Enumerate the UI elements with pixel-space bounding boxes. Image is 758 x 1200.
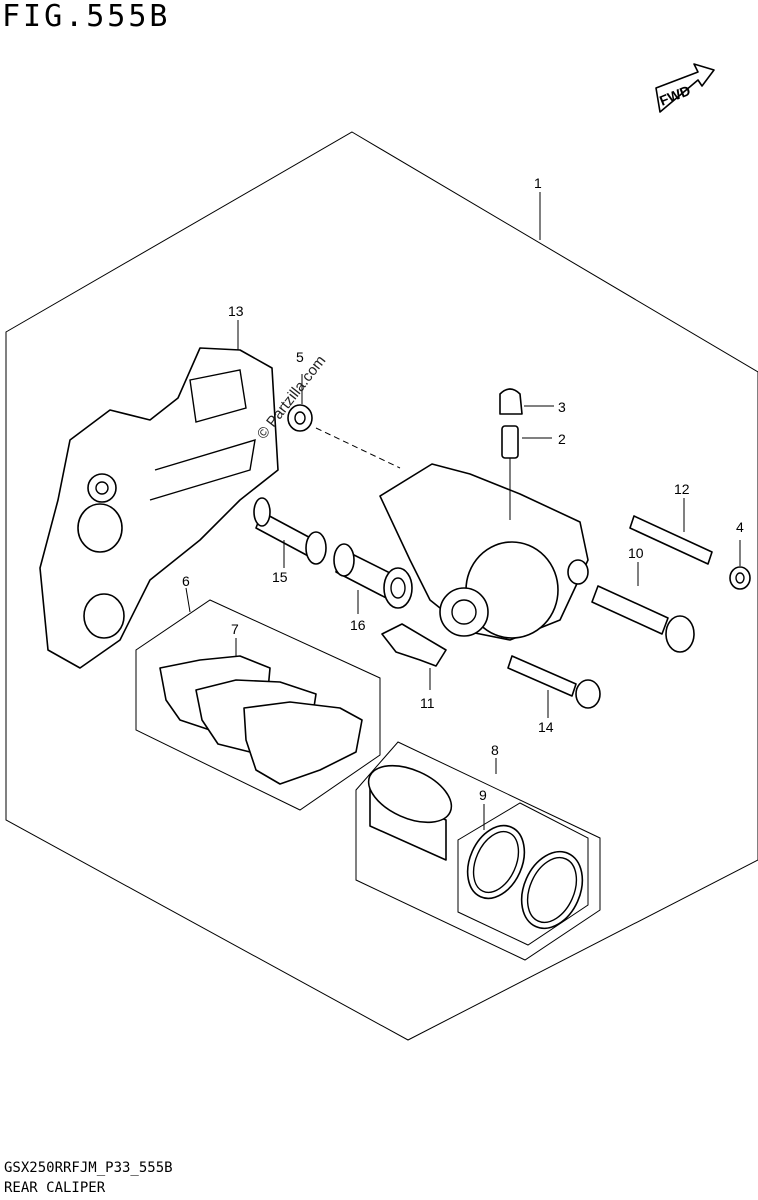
- callout-15: 15: [272, 569, 288, 585]
- bolt-10: [591, 585, 695, 653]
- bushing-5: [287, 404, 313, 432]
- piston: [367, 764, 453, 861]
- callout-16: 16: [350, 617, 366, 633]
- nut-4: [729, 566, 751, 590]
- seal-set-outline: [457, 802, 589, 946]
- pin-12: [629, 515, 713, 565]
- callout-14: 14: [538, 719, 554, 735]
- callout-9: 9: [479, 787, 487, 803]
- callout-10: 10: [628, 545, 644, 561]
- callout-11: 11: [420, 695, 435, 711]
- brake-pads: [159, 655, 363, 785]
- figure-name: REAR CALIPER: [4, 1180, 106, 1196]
- bleeder-screw: [501, 425, 519, 520]
- callout-2: 2: [558, 431, 566, 447]
- fwd-arrow-icon: FWD: [655, 63, 715, 113]
- bolt-14: [507, 655, 601, 709]
- bleeder-cap: [499, 388, 523, 415]
- callout-4: 4: [736, 519, 744, 535]
- callout-13: 13: [228, 303, 244, 319]
- figure-title: FIG.555B: [2, 0, 171, 34]
- pin-boot-15: [253, 497, 327, 565]
- callout-8: 8: [491, 742, 499, 758]
- callout-3: 3: [558, 399, 566, 415]
- callout-6: 6: [182, 573, 190, 589]
- caliper-bracket: [39, 347, 279, 669]
- assembly-outline: [5, 131, 758, 1041]
- callout-7: 7: [231, 621, 239, 637]
- pad-set-outline: [135, 599, 381, 811]
- caliper-body: [379, 463, 589, 641]
- figure-code: GSX250RRFJM_P33_555B: [4, 1160, 173, 1176]
- callout-12: 12: [674, 481, 690, 497]
- leader-lines: [185, 192, 741, 830]
- callout-1: 1: [534, 175, 542, 191]
- piston-seals: [466, 824, 584, 930]
- pad-spring: [381, 623, 447, 667]
- pin-boot-16: [333, 543, 413, 609]
- seal-kit-outline: [355, 741, 601, 961]
- callout-5: 5: [296, 349, 304, 365]
